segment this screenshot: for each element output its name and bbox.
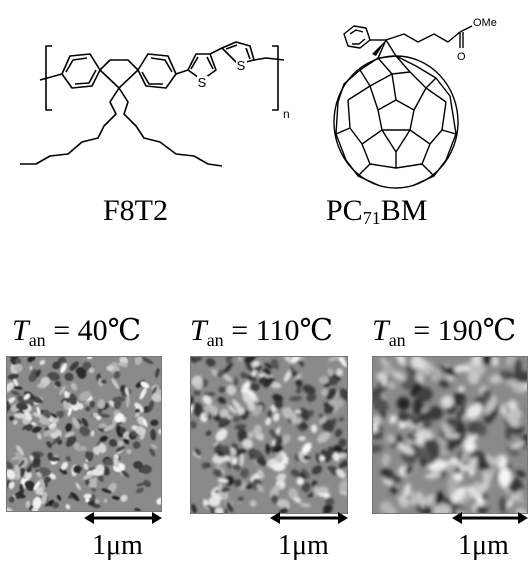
panel-2-t-symbol: T bbox=[190, 314, 207, 347]
pcbm-label-suffix: BM bbox=[380, 194, 428, 227]
f8t2-label-text: F8T2 bbox=[103, 194, 169, 227]
repeat-unit-n: n bbox=[283, 107, 290, 121]
panel-3-title: Tan = 190℃ bbox=[372, 316, 516, 355]
panel-3-t-symbol: T bbox=[372, 314, 389, 347]
pcbm-structure: O OMe bbox=[333, 17, 497, 189]
panel-2-t-sub: an bbox=[206, 330, 224, 350]
sulfur-atom-2: S bbox=[237, 58, 246, 73]
panel-2-temperature: = 110℃ bbox=[223, 314, 334, 347]
scale-bar-1 bbox=[84, 512, 162, 524]
afm-image-190c bbox=[372, 356, 528, 514]
panel-1-temperature: = 40℃ bbox=[45, 314, 142, 347]
scale-bar-2 bbox=[270, 512, 348, 524]
panel-3-t-sub: an bbox=[388, 330, 406, 350]
afm-image-40c bbox=[6, 356, 162, 512]
pcbm-label-prefix: PC bbox=[326, 194, 363, 227]
methoxy-label: OMe bbox=[473, 17, 497, 29]
scale-label-3: 1μm bbox=[458, 530, 509, 561]
sulfur-atom-1: S bbox=[198, 75, 207, 90]
panel-2-title: Tan = 110℃ bbox=[190, 316, 333, 355]
pcbm-label: PC71BM bbox=[326, 196, 427, 233]
afm-texture-3 bbox=[373, 357, 527, 513]
afm-image-110c bbox=[190, 356, 348, 514]
panel-1-t-sub: an bbox=[28, 330, 46, 350]
afm-texture-1 bbox=[7, 357, 161, 511]
carbonyl-oxygen: O bbox=[457, 51, 466, 63]
panel-1-title: Tan = 40℃ bbox=[12, 316, 141, 355]
scale-label-1: 1μm bbox=[92, 530, 143, 561]
panel-3-temperature: = 190℃ bbox=[405, 314, 517, 347]
pcbm-label-subscript: 71 bbox=[362, 208, 381, 228]
scale-bar-3 bbox=[452, 512, 528, 524]
scale-label-2: 1μm bbox=[278, 530, 329, 561]
afm-texture-2 bbox=[191, 357, 347, 513]
f8t2-label: F8T2 bbox=[103, 196, 168, 226]
f8t2-structure: S S n bbox=[20, 41, 290, 167]
panel-1-t-symbol: T bbox=[12, 314, 29, 347]
